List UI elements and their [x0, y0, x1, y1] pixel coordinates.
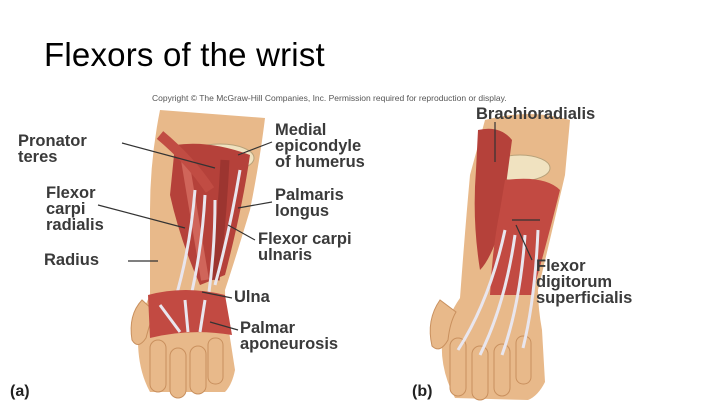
copyright-notice: Copyright © The McGraw-Hill Companies, I…: [152, 93, 507, 103]
label-brachioradialis: Brachioradialis: [476, 105, 596, 123]
panel-b-tag: (b): [412, 383, 433, 400]
panel-a-tag: (a): [10, 383, 30, 400]
forearm-b-illustration: [429, 114, 570, 401]
label-ulna: Ulna: [234, 288, 270, 306]
forearm-a-illustration: [97, 110, 273, 399]
slide-title: Flexors of the wrist: [44, 36, 325, 73]
label-radius: Radius: [44, 251, 100, 269]
fingers-a: [130, 299, 224, 399]
leader-lines-a: [97, 141, 273, 331]
leader-lines-b: [494, 122, 540, 261]
fingers-b: [429, 299, 532, 401]
